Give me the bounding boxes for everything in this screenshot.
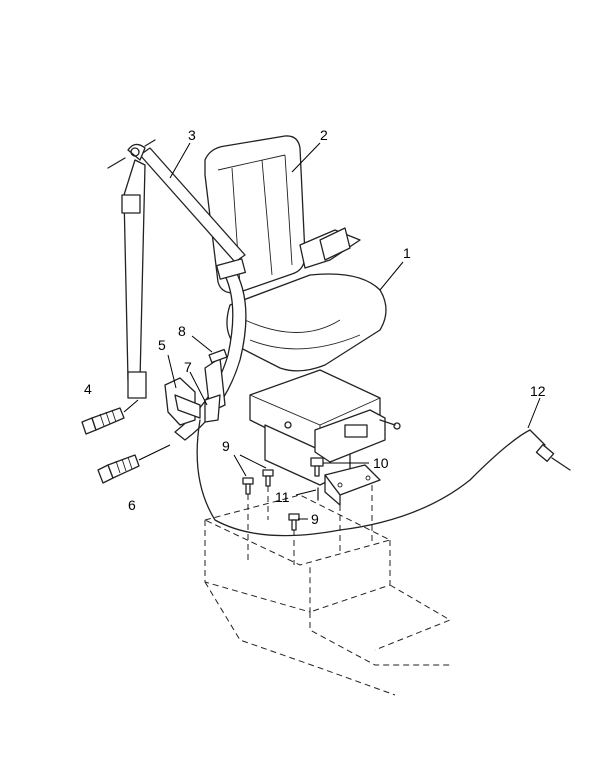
callout-10: 10: [373, 455, 389, 471]
leader-lines: [167, 142, 541, 520]
bolt-item-6: [97, 444, 171, 484]
callout-7: 7: [184, 359, 192, 375]
callout-12: 12: [530, 383, 546, 399]
vertical-mount-lines: [247, 485, 373, 565]
callout-5: 5: [158, 337, 166, 353]
buckle-assembly: [204, 348, 228, 423]
callout-2: 2: [320, 127, 328, 143]
armrest: [299, 227, 361, 269]
seat-base-slider: [249, 369, 401, 486]
floor-base-box: [203, 494, 452, 696]
callout-11: 11: [275, 489, 290, 505]
bolt-item-9-lower: [288, 513, 300, 531]
callout-8: 8: [178, 323, 186, 339]
callout-9-lower: 9: [311, 511, 319, 527]
callout-6: 6: [128, 497, 136, 513]
bolt-item-9-right: [262, 469, 274, 487]
bracket-plate: [324, 464, 381, 506]
callout-1: 1: [403, 245, 411, 261]
callout-3: 3: [188, 127, 196, 143]
bolt-item-10: [310, 457, 324, 477]
callout-9-upper: 9: [222, 438, 230, 454]
bolt-item-9-left: [242, 477, 254, 495]
bolt-item-4: [81, 399, 139, 435]
callout-4: 4: [84, 381, 92, 397]
retractor-strap: [107, 139, 201, 426]
